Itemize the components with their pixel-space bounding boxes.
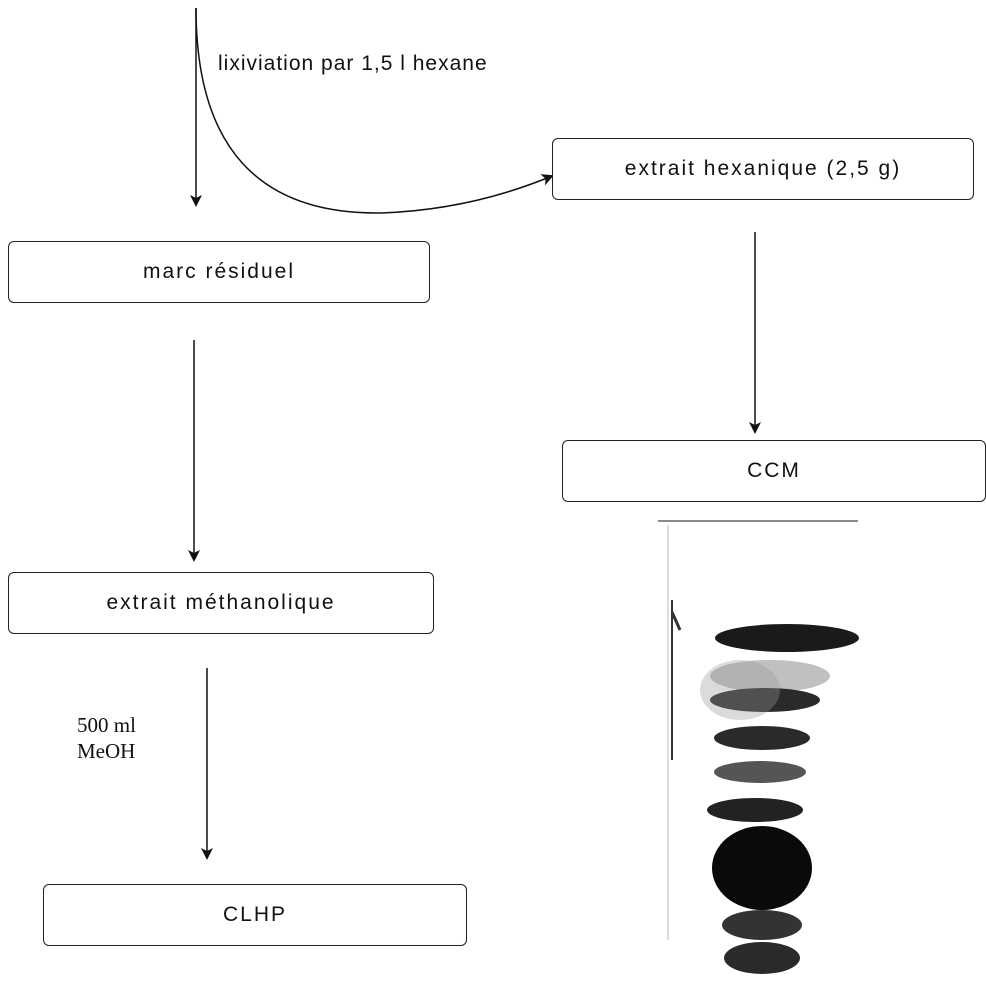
node-hexane-extract: extrait hexanique (2,5 g) — [552, 138, 974, 200]
node-marc-residuel: marc résiduel — [8, 241, 430, 303]
edge-label-meoh-line1: 500 ml — [77, 713, 136, 737]
node-clhp: CLHP — [43, 884, 467, 946]
edge-label-meoh-line2: MeOH — [77, 739, 136, 763]
edge-label-meoh: 500 ml MeOH — [77, 712, 136, 764]
node-ccm: CCM — [562, 440, 986, 502]
edge-label-lixiviation: lixiviation par 1,5 l hexane — [218, 52, 488, 75]
node-methanol-extract: extrait méthanolique — [8, 572, 434, 634]
arrow-lixiviation-curve — [195, 7, 554, 214]
tlc-plate-image — [658, 520, 859, 974]
